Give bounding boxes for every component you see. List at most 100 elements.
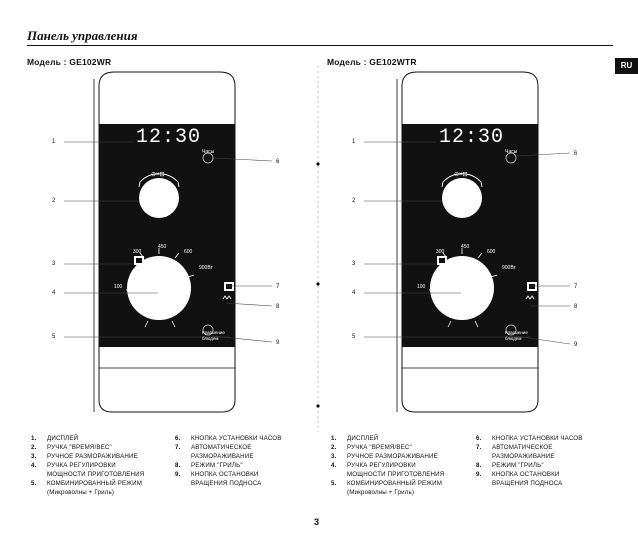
turntable-label-left: Крагшение блюдем <box>202 330 225 341</box>
dial-top-label-left: ⊙×⊡ <box>151 172 165 178</box>
section-header: Панель управления <box>27 28 613 46</box>
legend-number: 7. <box>175 444 181 451</box>
legend-item: 9. КНОПКА ОСТАНОВКИ ВРАЩЕНИЯ ПОДНОСА <box>175 470 315 488</box>
legend-item: 5. КОМБИНИРОВАННЫЙ РЕЖИМ (Микроволны + Гр… <box>31 479 171 497</box>
callout-8-left: 8 <box>276 304 280 310</box>
legend-text: РУЧКА "ВРЕМЯ/ВЕС" <box>347 444 412 451</box>
callout-8-right: 8 <box>574 304 578 310</box>
language-tab: RU <box>615 58 638 74</box>
legend-number: 2. <box>31 444 37 451</box>
microwave-panel-left <box>93 71 236 413</box>
legend-item: 2. РУЧКА "ВРЕМЯ/ВЕС" <box>331 443 471 452</box>
callout-4-left: 4 <box>52 290 56 296</box>
legend-text: АВТОМАТИЧЕСКОЕ РАЗМОРАЖИВАНИЕ <box>191 444 254 460</box>
legend-text: РУЧНОЕ РАЗМОРАЖИВАНИЕ <box>347 453 438 460</box>
callout-4-right: 4 <box>352 290 356 296</box>
power-600-left: 600 <box>184 249 193 255</box>
legend-left-col2: 6. КНОПКА УСТАНОВКИ ЧАСОВ 7. АВТОМАТИЧЕСКОЕ… <box>175 434 315 488</box>
legend-number: 5. <box>331 480 337 487</box>
callout-5-left: 5 <box>52 334 56 340</box>
legend-number: 9. <box>175 471 181 478</box>
display-time-left: 12:30 <box>136 126 202 149</box>
power-900-right: 900Вт <box>502 265 516 271</box>
legend-number: 2. <box>331 444 337 451</box>
callout-2-left: 2 <box>52 198 56 204</box>
legend-text: РУЧКА "ВРЕМЯ/ВЕС" <box>47 444 112 451</box>
microwave-panel-right <box>396 71 539 413</box>
power-450-right: 450 <box>461 244 470 250</box>
legend-item: 6. КНОПКА УСТАНОВКИ ЧАСОВ <box>175 434 315 443</box>
legend-number: 4. <box>31 462 37 469</box>
legend-number: 6. <box>175 435 181 442</box>
display-time-right: 12:30 <box>439 126 505 149</box>
callout-9-right: 9 <box>574 342 578 348</box>
model-label-right: Модель : GE102WTR <box>327 57 417 67</box>
legend-text: КНОПКА ОСТАНОВКИ ВРАЩЕНИЯ ПОДНОСА <box>191 471 262 487</box>
legend-number: 9. <box>476 471 482 478</box>
callout-1-left: 1 <box>52 139 56 145</box>
legend-number: 6. <box>476 435 482 442</box>
legend-number: 1. <box>331 435 337 442</box>
legend-text: КНОПКА УСТАНОВКИ ЧАСОВ <box>492 435 583 442</box>
callout-7-right: 7 <box>574 284 578 290</box>
power-600-right: 600 <box>487 249 496 255</box>
legend-item: 3. РУЧНОЕ РАЗМОРАЖИВАНИЕ <box>31 452 171 461</box>
legend-number: 3. <box>31 453 37 460</box>
legend-number: 1. <box>31 435 37 442</box>
callout-3-left: 3 <box>52 261 56 267</box>
legend-item: 5. КОМБИНИРОВАННЫЙ РЕЖИМ (Микроволны + Гр… <box>331 479 471 497</box>
callout-6-left: 6 <box>276 159 280 165</box>
clock-label-right: Часы <box>505 149 518 155</box>
legend-number: 8. <box>476 462 482 469</box>
callout-1-right: 1 <box>352 139 356 145</box>
legend-right-col2: 6. КНОПКА УСТАНОВКИ ЧАСОВ 7. АВТОМАТИЧЕСКОЕ… <box>476 434 626 488</box>
legend-text: КНОПКА УСТАНОВКИ ЧАСОВ <box>191 435 282 442</box>
header-rule <box>27 45 613 46</box>
legend-text: АВТОМАТИЧЕСКОЕ РАЗМОРАЖИВАНИЕ <box>492 444 555 460</box>
legend-text: РУЧКА РЕГУЛИРОВКИ МОЩНОСТИ ПРИГОТОВЛЕНИЯ <box>47 462 145 478</box>
legend-item: 7. АВТОМАТИЧЕСКОЕ РАЗМОРАЖИВАНИЕ <box>175 443 315 461</box>
callout-5-right: 5 <box>352 334 356 340</box>
legend-item: 2. РУЧКА "ВРЕМЯ/ВЕС" <box>31 443 171 452</box>
power-900-left: 900Вт <box>199 265 213 271</box>
callout-3-right: 3 <box>352 261 356 267</box>
legend-text: ДИСПЛЕЙ <box>347 435 379 442</box>
legend-item: 9. КНОПКА ОСТАНОВКИ ВРАЩЕНИЯ ПОДНОСА <box>476 470 626 488</box>
legend-text: КОМБИНИРОВАННЫЙ РЕЖИМ (Микроволны + Грил… <box>347 480 443 496</box>
callout-2-right: 2 <box>352 198 356 204</box>
legend-item: 6. КНОПКА УСТАНОВКИ ЧАСОВ <box>476 434 626 443</box>
legend-item: 4. РУЧКА РЕГУЛИРОВКИ МОЩНОСТИ ПРИГОТОВЛЕН… <box>31 461 171 479</box>
legend-text: ДИСПЛЕЙ <box>47 435 79 442</box>
dial-top-label-right: ⊙×⊡ <box>454 172 468 178</box>
legend-number: 5. <box>31 480 37 487</box>
legend-item: 8. РЕЖИМ "ГРИЛЬ" <box>476 461 626 470</box>
callout-7-left: 7 <box>276 284 280 290</box>
legend-text: КНОПКА ОСТАНОВКИ ВРАЩЕНИЯ ПОДНОСА <box>492 471 563 487</box>
legend-item: 1. ДИСПЛЕЙ <box>331 434 471 443</box>
legend-text: КОМБИНИРОВАННЫЙ РЕЖИМ (Микроволны + Грил… <box>47 480 143 496</box>
legend-item: 1. ДИСПЛЕЙ <box>31 434 171 443</box>
clock-label-left: Часы <box>202 149 215 155</box>
legend-number: 4. <box>331 462 337 469</box>
power-300-left: 300 <box>133 249 142 255</box>
legend-text: РУЧНОЕ РАЗМОРАЖИВАНИЕ <box>47 453 138 460</box>
legend-text: РУЧКА РЕГУЛИРОВКИ МОЩНОСТИ ПРИГОТОВЛЕНИЯ <box>347 462 445 478</box>
legend-item: 3.РУЧНОЕ РАЗМОРАЖИВАНИЕ <box>331 452 471 461</box>
model-label-left: Модель : GE102WR <box>27 57 112 67</box>
section-title: Панель управления <box>27 28 138 43</box>
legend-item: 7. АВТОМАТИЧЕСКОЕ РАЗМОРАЖИВАНИЕ <box>476 443 626 461</box>
page-number: 3 <box>314 517 320 527</box>
legend-right-col1: 1. ДИСПЛЕЙ 2. РУЧКА "ВРЕМЯ/ВЕС"3.РУЧНОЕ РАЗ… <box>331 434 471 497</box>
turntable-label-right: Крагшение блюдем <box>505 330 528 341</box>
legend-text: РЕЖИМ "ГРИЛЬ" <box>191 462 243 469</box>
legend-left-col1: 1. ДИСПЛЕЙ 2. РУЧКА "ВРЕМЯ/ВЕС" 3. РУЧНОЕ РАЗ… <box>31 434 171 497</box>
callout-6-right: 6 <box>574 151 578 157</box>
legend-text: РЕЖИМ "ГРИЛЬ" <box>492 462 544 469</box>
power-100-right: 100 <box>417 284 426 290</box>
legend-item: 4. РУЧКА РЕГУЛИРОВКИ МОЩНОСТИ ПРИГОТОВЛЕН… <box>331 461 471 479</box>
callout-9-left: 9 <box>276 340 280 346</box>
power-100-left: 100 <box>114 284 123 290</box>
power-450-left: 450 <box>158 244 167 250</box>
legend-number: 7. <box>476 444 482 451</box>
